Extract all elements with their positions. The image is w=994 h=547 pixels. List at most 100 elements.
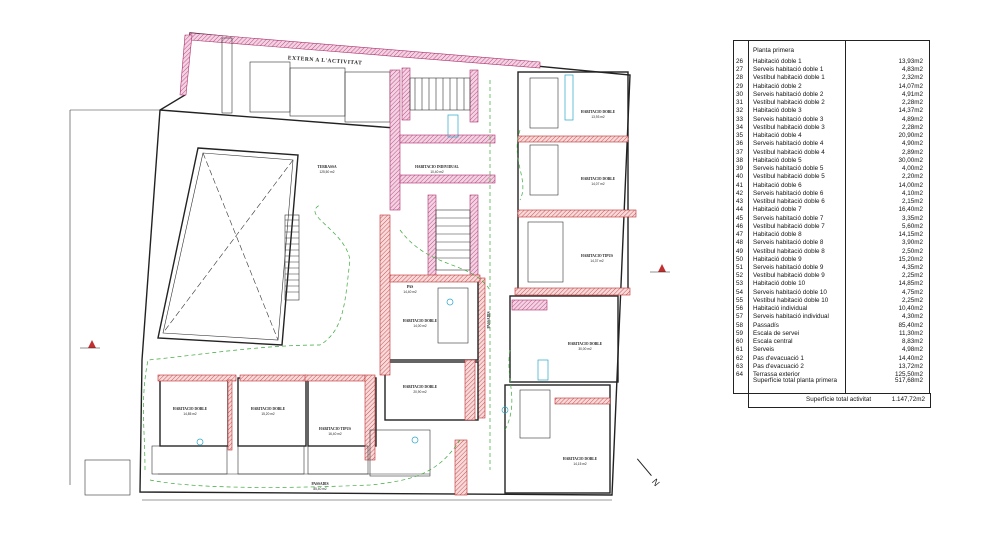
room-label-area: 14,40 m2 <box>403 290 417 294</box>
room-label-name: HABITACIO TIPUS <box>581 254 613 258</box>
room-label-name: PAS <box>407 285 414 289</box>
table-divider <box>845 40 846 393</box>
room-area: 30,00m2 <box>898 156 923 164</box>
row-number: 49 <box>736 247 744 255</box>
row-number: 32 <box>736 107 744 115</box>
row-number: 53 <box>736 280 744 288</box>
row-number: 58 <box>736 321 744 329</box>
total-value: 1.147,72m2 <box>891 396 925 403</box>
room-area: 16,40m2 <box>898 206 923 214</box>
total-label: Superfície total activitat <box>806 396 872 403</box>
room-area: 4,00m2 <box>901 165 923 173</box>
row-number: 54 <box>736 288 744 296</box>
room-name: Serveis habitació doble 5 <box>753 165 824 173</box>
room-area: 14,85m2 <box>898 280 923 288</box>
room-name: Vestíbul habitació doble 6 <box>753 198 825 206</box>
row-number: 45 <box>736 214 744 222</box>
room-label-area: 30,00 m2 <box>578 347 592 351</box>
room-name: Escala central <box>753 338 793 346</box>
room-name: Vestíbul habitació doble 2 <box>753 99 825 107</box>
room-name: Serveis habitació individual <box>753 313 829 321</box>
room-name: Serveis habitació doble 3 <box>753 115 824 123</box>
room-area: 4,83m2 <box>901 66 923 74</box>
row-number: 44 <box>736 206 744 214</box>
room-area: 2,28m2 <box>901 123 923 131</box>
room-area: 3,35m2 <box>901 214 923 222</box>
row-number: 38 <box>736 156 744 164</box>
room-area: 14,00m2 <box>898 181 923 189</box>
room-area: 2,25m2 <box>901 272 923 280</box>
row-number: 40 <box>736 173 744 181</box>
room-area: 2,50m2 <box>901 247 923 255</box>
room-name: Vestíbul habitació doble 8 <box>753 247 825 255</box>
right-rooms <box>454 71 637 496</box>
room-name: Serveis <box>753 346 774 354</box>
room-label-name: HABITACIO DOBLE <box>563 457 598 461</box>
row-number: 37 <box>736 148 744 156</box>
room-name: Passadís <box>753 321 779 329</box>
row-number: 63 <box>736 362 744 370</box>
exterior-stair <box>284 214 300 301</box>
room-area: 3,90m2 <box>901 239 923 247</box>
row-number: 28 <box>736 74 744 82</box>
room-name: Vestíbul habitació doble 9 <box>753 272 825 280</box>
room-area: 2,20m2 <box>901 173 923 181</box>
room-name: Serveis habitació doble 10 <box>753 288 827 296</box>
subtotal-row: Superfície total planta primera 517,68m2 <box>733 377 928 385</box>
table-row: 45 Serveis habitació doble 7 3,35m2 <box>733 215 928 223</box>
row-number: 43 <box>736 198 744 206</box>
room-name: Habitació doble 2 <box>753 82 802 90</box>
room-area: 2,25m2 <box>901 296 923 304</box>
row-number: 47 <box>736 231 744 239</box>
room-area: 2,32m2 <box>901 74 923 82</box>
room-label-name: TERRASSA <box>317 165 337 169</box>
room-name: Serveis habitació doble 7 <box>753 214 824 222</box>
room-area: 14,40m2 <box>898 354 923 362</box>
building-outline <box>69 32 631 501</box>
table-row: 52 Vestíbul habitació doble 9 2,25m2 <box>733 272 928 280</box>
room-name: Habitació doble 4 <box>753 132 802 140</box>
room-name: Habitació doble 9 <box>753 255 802 263</box>
row-number: 60 <box>736 338 744 346</box>
evacuation-routes <box>143 80 524 488</box>
table-title: Planta primera <box>753 47 794 54</box>
room-name: Serveis habitació doble 2 <box>753 90 824 98</box>
row-number: 30 <box>736 90 744 98</box>
row-number: 48 <box>736 239 744 247</box>
row-number: 57 <box>736 313 744 321</box>
row-number: 56 <box>736 305 744 313</box>
stairs <box>399 67 496 281</box>
room-name: Vestíbul habitació doble 3 <box>753 123 825 131</box>
room-area: 85,40m2 <box>898 321 923 329</box>
room-area: 4,30m2 <box>901 313 923 321</box>
row-number: 52 <box>736 272 744 280</box>
room-area: 125,50m2 <box>894 371 923 379</box>
room-area: 13,93m2 <box>898 58 923 65</box>
row-number: 64 <box>736 371 744 379</box>
room-name: Serveis habitació doble 6 <box>753 189 824 197</box>
